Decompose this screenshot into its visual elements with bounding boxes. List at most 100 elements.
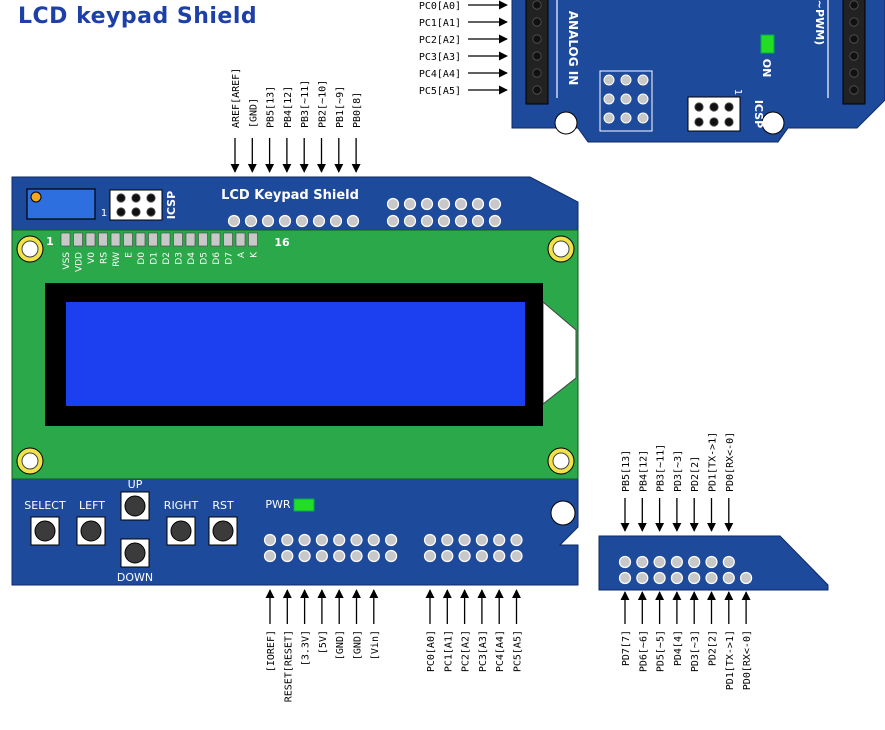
arduino-grid xyxy=(599,70,653,132)
shield-icsp-pin xyxy=(131,193,141,203)
arduino-mount-hole xyxy=(761,111,785,135)
lcd-pin-label: D2 xyxy=(162,252,172,265)
shield-board-label: LCD Keypad Shield xyxy=(221,188,359,203)
shield-power-header-hole xyxy=(315,533,328,547)
side-connector-hole xyxy=(722,555,735,569)
shield-icsp-pin xyxy=(146,193,156,203)
lcd-pin-label: V0 xyxy=(87,252,97,264)
shield-power-header-hole xyxy=(333,533,346,547)
lcd-mount-hole xyxy=(21,240,39,258)
side-top-pin-label: PD3[~3] xyxy=(673,450,684,492)
lcd-pin-pad xyxy=(210,232,221,247)
arduino-analog-pin-label: PC5[A5] xyxy=(419,86,461,97)
lcd-pin-pad xyxy=(98,232,108,247)
side-top-pin-label: PD0[RX<-0] xyxy=(725,432,736,492)
shield-analog-header-hole xyxy=(441,549,454,563)
shield-analog-header-hole xyxy=(475,549,488,563)
side-bottom-pin-label: PD3[~3] xyxy=(690,630,701,672)
shield-power-header-hole xyxy=(263,549,277,563)
arduino-pwm-label: (~PWM) xyxy=(813,0,826,45)
side-bottom-pin-label: PD2[2] xyxy=(708,630,719,666)
arduino-grid-hole xyxy=(603,74,615,86)
shield-analog-header-hole xyxy=(423,533,437,547)
shield-analog-pin-label: PC1[A1] xyxy=(443,630,454,672)
shield-right-header-hole xyxy=(403,197,417,211)
shield-power-header-hole xyxy=(315,549,328,563)
side-connector-hole xyxy=(739,571,753,585)
shield-top-header-hole xyxy=(278,214,292,228)
shield-icsp-label: ICSP xyxy=(165,191,178,219)
arduino-analog-in-label: ANALOG IN xyxy=(566,11,580,86)
arduino-grid-hole xyxy=(637,74,649,86)
arduino-analog-pin-label: PC4[A4] xyxy=(419,69,461,80)
shield-right-header-hole xyxy=(437,214,451,228)
shield-top-pin-label: AREF[AREF] xyxy=(231,68,242,128)
lcd-screen xyxy=(66,302,525,406)
arduino-analog-pin xyxy=(532,34,542,44)
left-button-label: LEFT xyxy=(79,499,105,512)
shield-right-header-hole xyxy=(420,214,434,228)
side-connector-hole xyxy=(705,571,718,585)
arduino-digital-pin xyxy=(849,85,859,95)
shield-analog-header-hole xyxy=(510,533,523,547)
arduino-analog-pin xyxy=(532,0,542,10)
shield-right-header-hole xyxy=(454,197,468,211)
shield-top-header-hole xyxy=(329,214,343,228)
lcd-pin-pad xyxy=(198,232,208,247)
arduino-digital-pin xyxy=(849,51,859,61)
shield-analog-header-hole xyxy=(458,533,471,547)
lcd-pin-pad xyxy=(110,232,121,247)
arduino-grid-hole xyxy=(637,112,649,124)
shield-right-header-hole xyxy=(403,214,417,228)
shield-right-header-hole xyxy=(454,214,468,228)
side-bottom-pin-label: PD0[RX<-0] xyxy=(742,630,753,690)
shield-power-header-hole xyxy=(298,533,311,547)
arduino-grid-hole xyxy=(620,112,632,124)
shield-power-header-hole xyxy=(298,549,311,563)
arduino-icsp-label: ICSP xyxy=(752,100,765,128)
arduino-icsp-pin xyxy=(724,102,734,112)
lcd-pin-label: D4 xyxy=(187,252,197,265)
side-connector-hole xyxy=(636,555,649,569)
arduino-digital-pin xyxy=(849,68,859,78)
shield-pot-screw xyxy=(30,191,42,203)
lcd-pin-pad xyxy=(135,232,146,247)
shield-power-pin-label: RESET[RESET] xyxy=(283,630,294,702)
shield-icsp-pin1-label: 1 xyxy=(101,208,107,219)
shield-top-pin-label: PB0[8] xyxy=(352,92,363,128)
arduino-analog-pin-label: PC2[A2] xyxy=(419,35,461,46)
lcd-mount-hole xyxy=(552,452,570,470)
shield-top-header-hole xyxy=(227,214,241,228)
shield-analog-header-hole xyxy=(493,549,506,563)
shield-power-header-hole xyxy=(333,549,346,563)
lcd-pin-label: D3 xyxy=(175,252,185,265)
lcd-pin-label: A xyxy=(237,251,247,258)
side-top-pin-label: PB4[12] xyxy=(638,450,649,492)
shield-analog-header-hole xyxy=(423,549,437,563)
lcd-pin-label: K xyxy=(250,251,260,258)
side-top-pin-label: PB3[~11] xyxy=(656,444,667,492)
side-connector-hole xyxy=(653,571,666,585)
arduino-digital-pin xyxy=(849,34,859,44)
side-bottom-pin-label: PD5[~5] xyxy=(656,630,667,672)
arduino-grid-hole xyxy=(637,93,649,105)
lcd-pin-label: D6 xyxy=(212,252,222,265)
side-connector-hole xyxy=(688,571,701,585)
arduino-mount-hole xyxy=(554,111,578,135)
shield-top-header-hole xyxy=(295,214,309,228)
lcd-pin-label: E xyxy=(125,252,135,258)
side-top-pin-label: PD1[TX->1] xyxy=(708,432,719,492)
shield-power-header-hole xyxy=(350,549,363,563)
side-bottom-pin-label: PD7[7] xyxy=(621,630,632,666)
arduino-grid-hole xyxy=(603,112,615,124)
shield-right-header-hole xyxy=(471,214,485,228)
lcd-pin-pad xyxy=(73,232,83,247)
arduino-board xyxy=(511,0,885,143)
shield-top-pin-label: PB3[~11] xyxy=(300,80,311,128)
lcd-pin-last-label: 16 xyxy=(274,236,290,249)
shield-power-header-hole xyxy=(385,533,398,547)
shield-top-pin-label: PB4[12] xyxy=(283,86,294,128)
arduino-analog-pin xyxy=(532,17,542,27)
shield-icsp-pin xyxy=(131,207,141,217)
